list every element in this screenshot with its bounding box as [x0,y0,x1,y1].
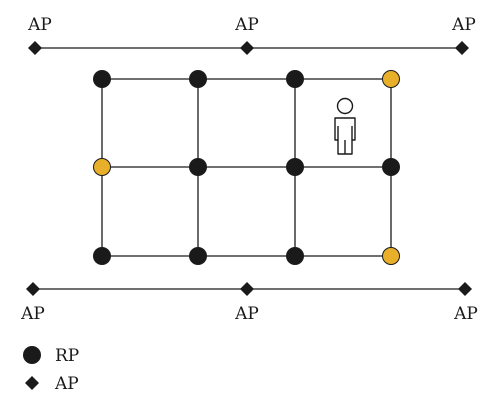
legend-ap-label: AP [54,374,79,394]
legend-rp-marker [23,346,41,364]
ap-marker-bottom-3 [458,282,472,296]
ap-label-top-1: AP [27,15,52,35]
rp-point [286,70,304,88]
rp-grid [101,78,392,257]
ap-marker-bottom-1 [26,282,40,296]
rp-point [93,70,111,88]
rp-point [189,158,207,176]
rp-point [286,158,304,176]
ap-marker-top-3 [455,41,469,55]
rp-point-highlighted [382,70,400,88]
rp-point [93,247,111,265]
ap-marker-top-2 [240,41,254,55]
ap-marker-bottom-2 [240,282,254,296]
ap-label-bottom-1: AP [20,304,45,324]
person-icon [334,97,356,155]
ap-label-bottom-2: AP [234,304,259,324]
ap-label-top-3: AP [451,15,476,35]
legend-rp-label: RP [55,346,79,366]
legend-ap-marker [25,376,39,390]
ap-marker-top-1 [28,41,42,55]
rp-point [189,70,207,88]
ap-label-top-2: AP [234,15,259,35]
rp-point-highlighted [93,158,111,176]
rp-point [189,247,207,265]
ap-label-bottom-3: AP [453,304,478,324]
rp-point [286,247,304,265]
rp-point [382,158,400,176]
rp-point-highlighted [382,247,400,265]
